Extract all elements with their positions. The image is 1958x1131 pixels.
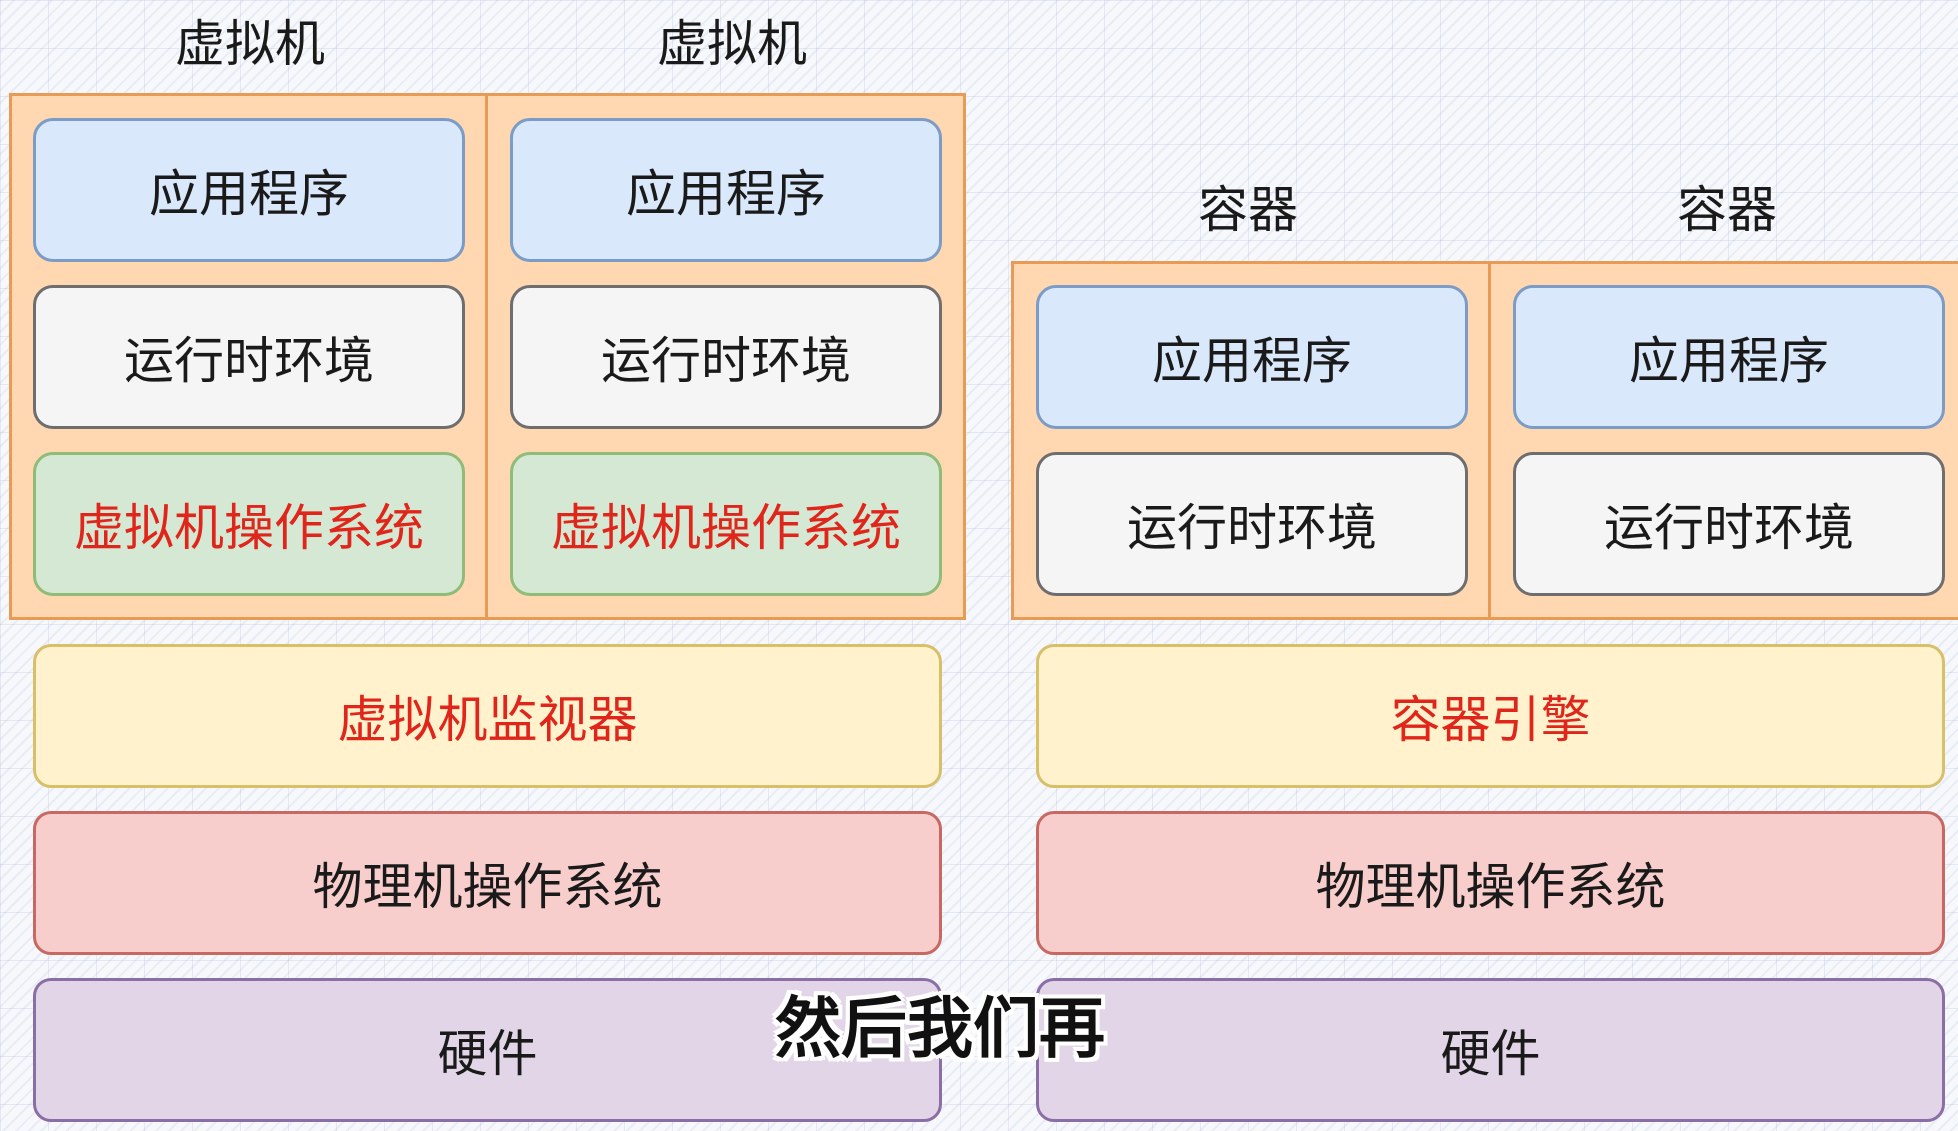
vm-label-2: 虚拟机	[657, 15, 807, 73]
container-label-2: 容器	[1677, 181, 1777, 239]
vm-divider	[485, 93, 488, 620]
vm2-app-label: 应用程序	[626, 165, 826, 223]
vm1-guest-os-label: 虚拟机操作系统	[74, 499, 424, 557]
vm1-app-label: 应用程序	[149, 165, 349, 223]
ct2-app-label: 应用程序	[1629, 332, 1829, 390]
vm1-runtime-box[interactable]: 运行时环境	[33, 285, 465, 429]
ct-host-os-layer[interactable]: 物理机操作系统	[1036, 811, 1945, 955]
ct-hardware-label: 硬件	[1440, 1025, 1541, 1083]
hypervisor-layer[interactable]: 虚拟机监视器	[33, 644, 942, 788]
vm2-guest-os-box[interactable]: 虚拟机操作系统	[510, 452, 942, 596]
ct2-app-box[interactable]: 应用程序	[1513, 285, 1945, 429]
container-engine-label: 容器引擎	[1390, 691, 1591, 749]
vm2-runtime-label: 运行时环境	[601, 332, 851, 390]
vm-hardware-layer[interactable]: 硬件	[33, 978, 942, 1122]
vm2-guest-os-label: 虚拟机操作系统	[551, 499, 901, 557]
container-label-1: 容器	[1198, 181, 1298, 239]
vm2-app-box[interactable]: 应用程序	[510, 118, 942, 262]
ct2-runtime-label: 运行时环境	[1604, 499, 1854, 557]
vm1-app-box[interactable]: 应用程序	[33, 118, 465, 262]
ct-hardware-layer[interactable]: 硬件	[1036, 978, 1945, 1122]
vm-hardware-label: 硬件	[437, 1025, 538, 1083]
container-divider	[1488, 261, 1491, 620]
ct1-runtime-box[interactable]: 运行时环境	[1036, 452, 1468, 596]
ct1-app-box[interactable]: 应用程序	[1036, 285, 1468, 429]
ct1-runtime-label: 运行时环境	[1127, 499, 1377, 557]
vm1-guest-os-box[interactable]: 虚拟机操作系统	[33, 452, 465, 596]
vm-label-1: 虚拟机	[175, 15, 325, 73]
vm1-runtime-label: 运行时环境	[124, 332, 374, 390]
vm2-runtime-box[interactable]: 运行时环境	[510, 285, 942, 429]
video-subtitle: 然后我们再	[775, 990, 1105, 1067]
hypervisor-label: 虚拟机监视器	[337, 691, 638, 749]
vm-host-os-layer[interactable]: 物理机操作系统	[33, 811, 942, 955]
ct-host-os-label: 物理机操作系统	[1315, 858, 1666, 916]
ct2-runtime-box[interactable]: 运行时环境	[1513, 452, 1945, 596]
container-engine-layer[interactable]: 容器引擎	[1036, 644, 1945, 788]
vm-host-os-label: 物理机操作系统	[312, 858, 663, 916]
ct1-app-label: 应用程序	[1152, 332, 1352, 390]
